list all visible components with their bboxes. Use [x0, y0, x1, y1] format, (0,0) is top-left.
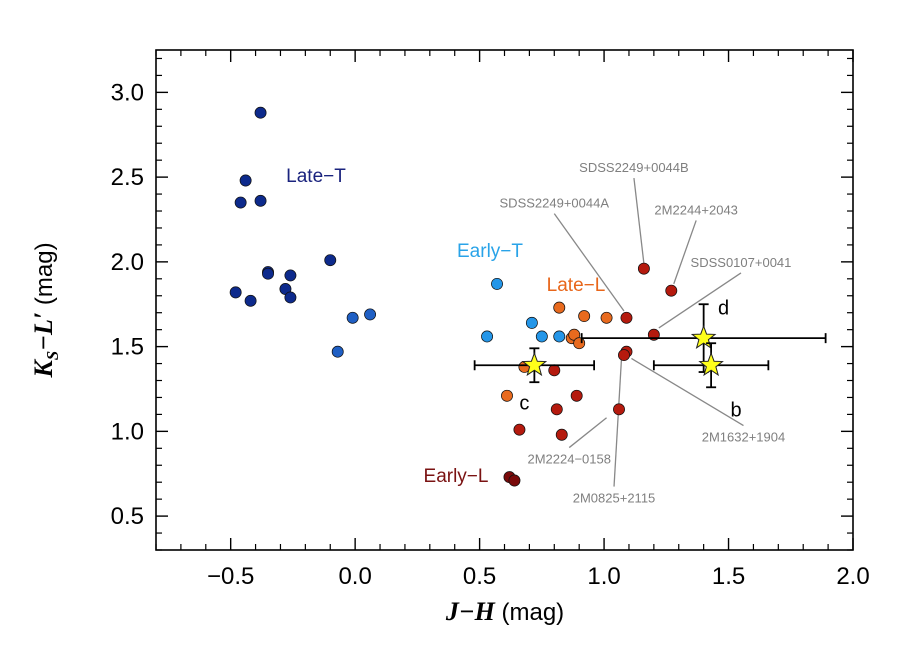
companion-label: c: [519, 393, 529, 415]
data-point: [573, 337, 586, 350]
axis-ticks: [155, 50, 854, 551]
object-label: SDSS0107+0041: [691, 255, 792, 270]
data-point: [618, 349, 630, 362]
data-point: [491, 277, 503, 290]
data-point: [331, 345, 344, 358]
x-axis-title-unit: (mag): [495, 599, 564, 626]
group-label: Late−L: [547, 275, 606, 296]
data-point: [578, 310, 591, 323]
object-label-leader: [631, 357, 744, 427]
data-point: [254, 106, 267, 119]
data-point: [229, 286, 242, 299]
data-point: [364, 308, 377, 321]
object-label-leader: [658, 272, 742, 329]
x-axis-title: J−H (mag): [445, 597, 564, 626]
data-point: [262, 267, 274, 280]
object-label-leader: [673, 220, 697, 285]
data-point: [550, 403, 563, 416]
object-label: 2M2244+2043: [654, 202, 738, 217]
data-point: [555, 428, 568, 441]
y-tick-label: 2.0: [111, 249, 144, 276]
object-label: SDSS2249+0044B: [579, 160, 689, 175]
y-axis-title: KS−L′ (mag): [29, 242, 62, 378]
object-label: SDSS2249+0044A: [500, 196, 610, 211]
data-point: [600, 311, 613, 324]
y-tick-label: 1.0: [111, 418, 144, 445]
companions: [473, 303, 827, 389]
x-tick-label: −0.5: [207, 563, 254, 590]
object-label-leader: [553, 213, 625, 312]
x-tick-label: 0.0: [338, 563, 371, 590]
data-point: [501, 389, 513, 402]
group-label: Late−T: [286, 166, 346, 187]
data-point: [239, 174, 252, 187]
data-point: [553, 301, 566, 314]
y-axis-title-unit: (mag): [31, 242, 58, 311]
companion-star-marker: [690, 324, 717, 350]
data-point: [525, 316, 538, 329]
x-tick-label: 0.5: [463, 563, 496, 590]
x-tick-label: 1.5: [712, 563, 745, 590]
data-point: [637, 262, 650, 275]
y-axis-title-main-b: −L′: [29, 312, 58, 351]
object-label: 2M0825+2115: [573, 491, 656, 506]
data-point: [665, 284, 678, 297]
chart-text: −0.5 0.0 0.5 1.0 1.5 2.0 0.5 1.0 1.5 2.0 2.5 3.0SDS…: [111, 79, 870, 590]
data-point: [535, 330, 548, 343]
data-point: [284, 269, 297, 282]
x-axis-title-main: J−H: [445, 597, 496, 626]
data-point: [244, 294, 257, 307]
x-tick-label: 2.0: [836, 563, 869, 590]
data-point: [553, 330, 566, 343]
y-axis-title-subscript: S: [43, 351, 62, 360]
companion-star-marker: [698, 351, 724, 377]
object-label-leaders: [553, 177, 744, 487]
y-tick-label: 1.5: [111, 334, 144, 361]
data-point: [548, 364, 561, 377]
object-label-leader: [568, 417, 607, 449]
companion-star-marker: [521, 351, 548, 377]
data-point: [234, 196, 247, 209]
data-point: [481, 330, 494, 343]
object-label-leader: [613, 358, 623, 487]
y-tick-label: 3.0: [111, 79, 144, 106]
data-point: [346, 311, 359, 324]
object-label: 2M1632+1904: [702, 430, 786, 445]
x-tick-label: 1.0: [587, 563, 620, 590]
companion-label: d: [718, 298, 729, 320]
group-label: Early−T: [457, 241, 523, 262]
object-label: 2M2224−0158: [527, 452, 611, 467]
y-tick-label: 2.5: [111, 164, 144, 191]
object-label-leader: [633, 177, 645, 264]
group-label: Early−L: [424, 466, 489, 487]
data-point: [620, 311, 633, 324]
data-point: [254, 194, 267, 207]
data-point: [613, 403, 625, 416]
data-point: [508, 474, 521, 487]
data-point: [284, 291, 297, 304]
data-point: [513, 423, 526, 436]
data-point: [324, 254, 337, 267]
data-point: [570, 389, 583, 402]
y-tick-label: 0.5: [111, 503, 144, 530]
y-axis-title-main-a: K: [29, 359, 58, 379]
companion-label: b: [730, 399, 741, 421]
